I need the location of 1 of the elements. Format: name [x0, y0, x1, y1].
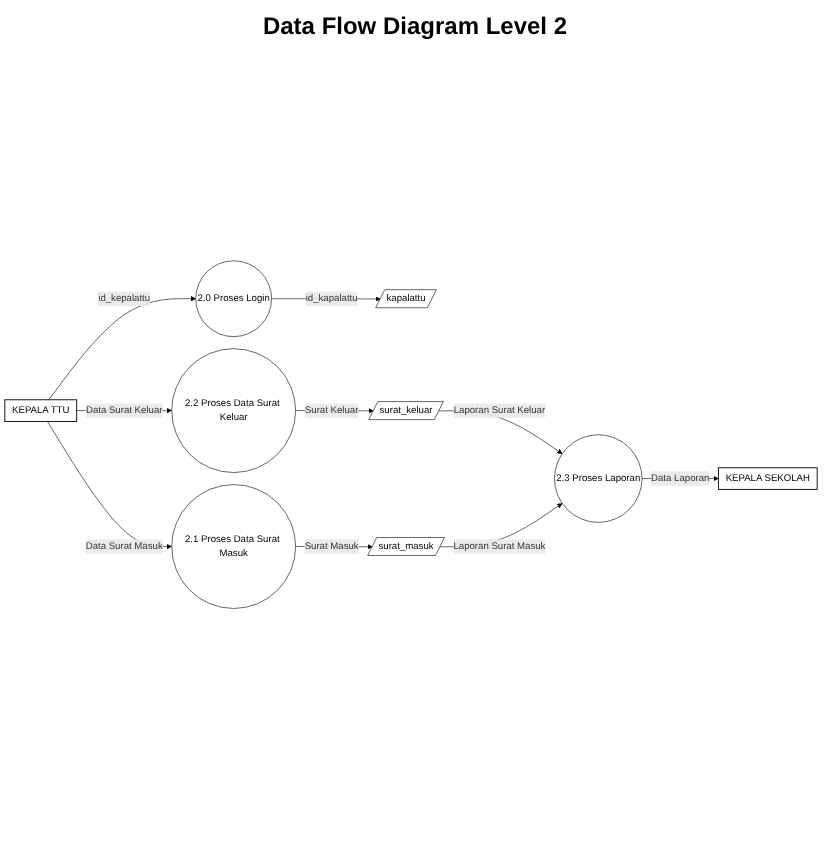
- diagram-title: Data Flow Diagram Level 2: [260, 12, 570, 40]
